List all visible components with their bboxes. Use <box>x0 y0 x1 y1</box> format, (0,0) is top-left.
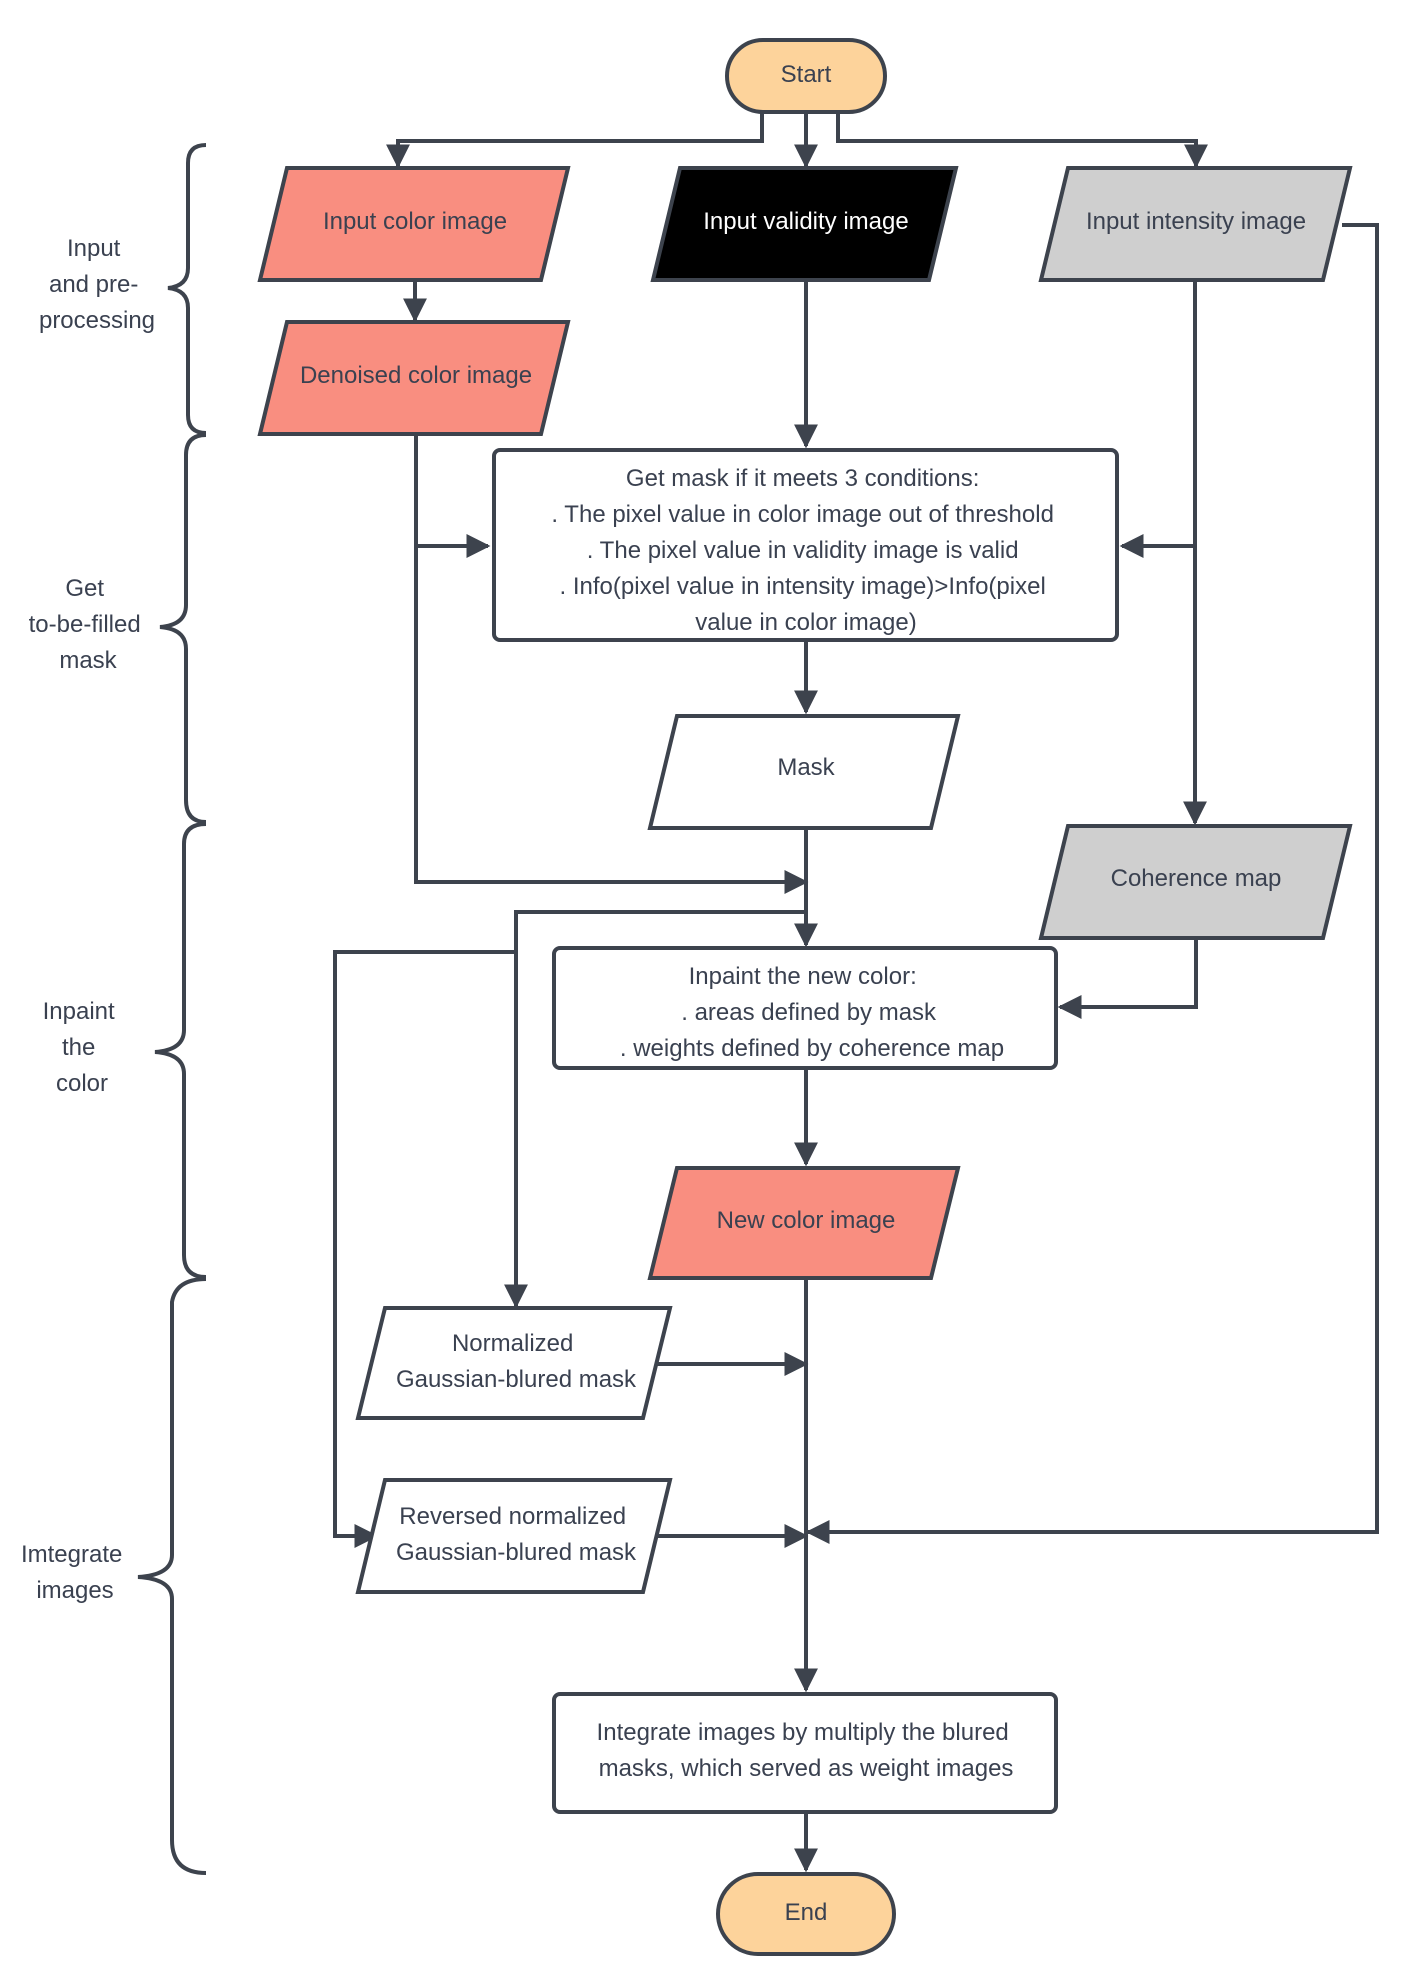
svg-text:Get mask if it meets 3 conditi: Get mask if it meets 3 conditions: . The… <box>551 465 1060 636</box>
svg-text:Input validity image: Input validity image <box>703 208 908 235</box>
edge-mask-to-reversed <box>333 950 516 1548</box>
denoised-color-image: Denoised color image <box>257 320 571 436</box>
stage-label-mask: Get to-be-filled mask <box>29 575 148 674</box>
stage-label-input: Input and pre- processing <box>39 235 155 334</box>
svg-text:Start: Start <box>781 61 832 88</box>
edge-coherence-to-inpaint <box>1057 938 1198 1019</box>
edges <box>333 112 1379 1873</box>
new-color-image: New color image <box>647 1166 961 1280</box>
stage-brace-inpaint <box>154 822 207 1279</box>
reversed-mask: Reversed normalized Gaussian-blured mask <box>355 1478 673 1594</box>
end-terminal: End <box>716 1872 896 1956</box>
inpaint-process: Inpaint the new color: . areas defined b… <box>552 946 1058 1070</box>
edge-mask-to-normalized <box>504 910 806 1309</box>
integrate-process: Integrate images by multiply the blured … <box>552 1692 1058 1814</box>
svg-text:Denoised color image: Denoised color image <box>300 362 532 389</box>
svg-text:Integrate images by multiply t: Integrate images by multiply the blured … <box>597 1719 1016 1782</box>
stage-brace-integrate <box>137 1277 207 1875</box>
svg-text:Input intensity image: Input intensity image <box>1086 208 1306 235</box>
edge-start-to-input-color <box>386 112 764 169</box>
edge-intensity-to-get-mask <box>1119 282 1197 558</box>
edge-start-to-input-intensity <box>836 112 1208 169</box>
svg-text:New color image: New color image <box>717 1207 896 1234</box>
svg-text:Reversed normalized Ga: Reversed normalized Gaussian-blured mask <box>396 1503 637 1566</box>
svg-text:Input color image: Input color image <box>323 208 507 235</box>
edge-denoised-to-get-mask <box>414 434 491 558</box>
stage-brace-mask <box>159 433 207 824</box>
mask-data: Mask <box>647 714 961 830</box>
edge-intensity-to-integrate <box>805 223 1379 1544</box>
svg-text:Normalized Gaussian-bl: Normalized Gaussian-blured mask <box>396 1330 637 1393</box>
coherence-map: Coherence map <box>1038 824 1353 940</box>
stage-braces <box>137 143 207 1875</box>
svg-text:Inpaint the new color:: Inpaint the new color: . areas defined b… <box>620 963 1004 1062</box>
stage-label-integrate: Imtegrate images <box>21 1541 129 1604</box>
stage-label-inpaint: Inpaint the color <box>43 998 122 1097</box>
svg-text:End: End <box>785 1899 828 1926</box>
input-intensity-image: Input intensity image <box>1038 166 1353 282</box>
normalized-mask: Normalized Gaussian-blured mask <box>355 1306 673 1420</box>
start-terminal: Start <box>725 38 887 114</box>
edge-denoised-to-inpaint <box>414 546 809 894</box>
input-color-image: Input color image <box>257 166 571 282</box>
input-validity-image: Input validity image <box>650 166 959 282</box>
get-mask-process: Get mask if it meets 3 conditions: . The… <box>492 448 1119 642</box>
svg-text:Mask: Mask <box>777 754 835 781</box>
nodes: Start Input color image Input validity i… <box>257 38 1353 1956</box>
svg-text:Coherence map: Coherence map <box>1111 865 1282 892</box>
stage-brace-input <box>167 143 207 435</box>
